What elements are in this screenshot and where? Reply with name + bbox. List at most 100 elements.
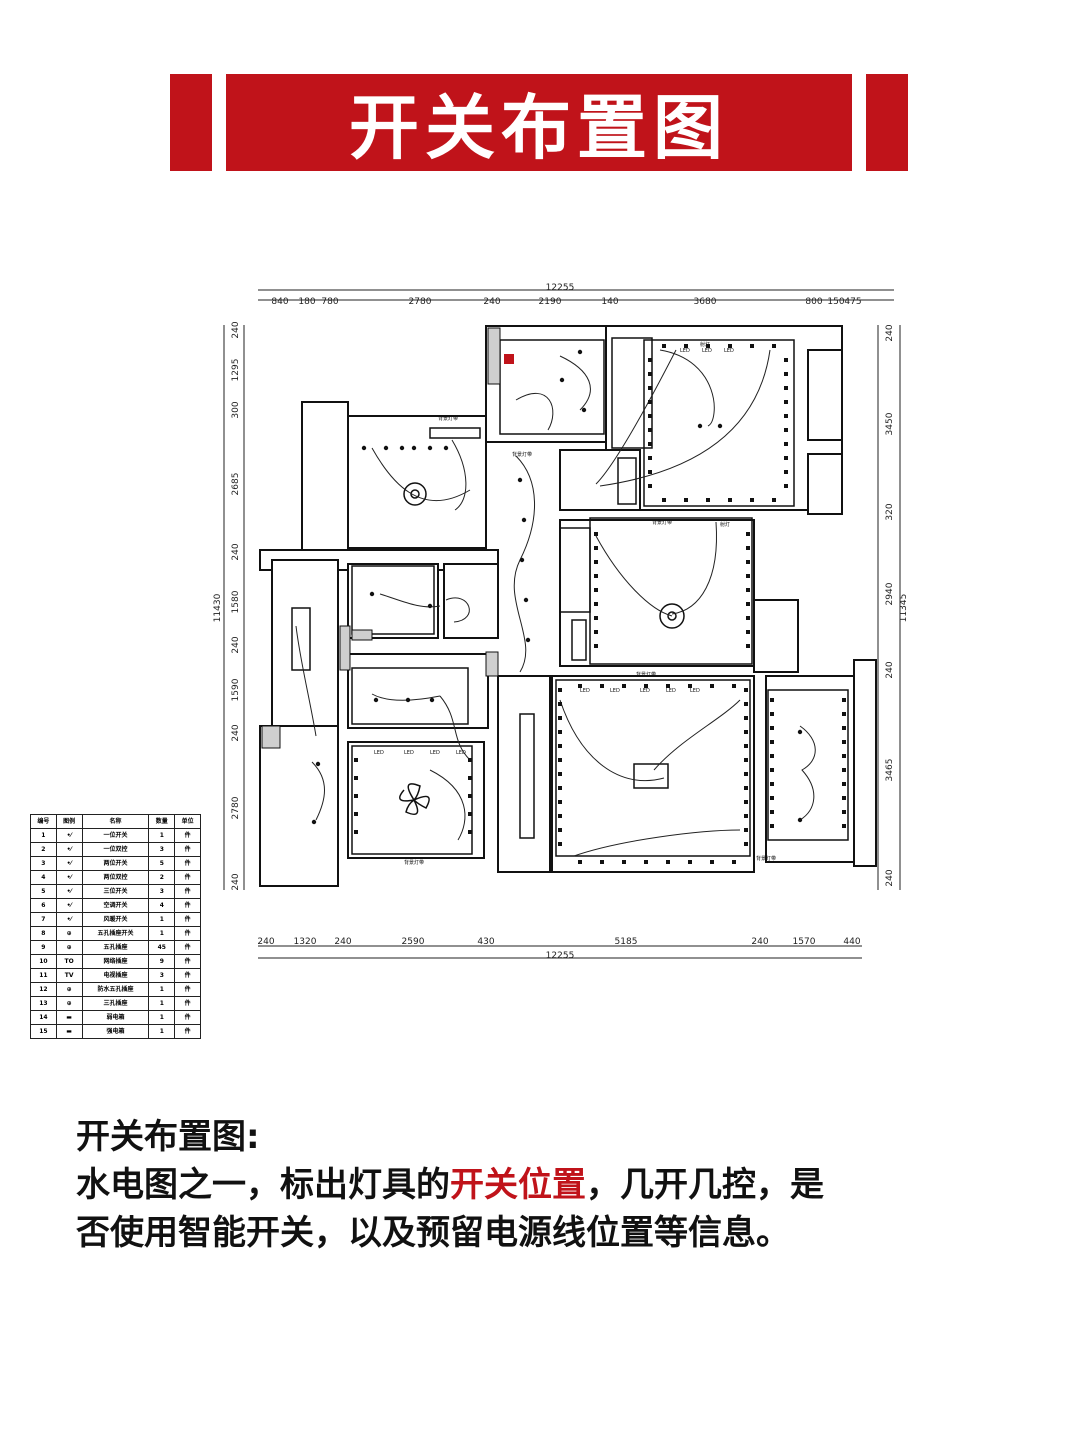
legend-cell-name: 一位双控 bbox=[81, 842, 150, 857]
fixture-dot bbox=[315, 761, 321, 767]
fixture-square bbox=[784, 484, 788, 488]
legend-cell-unit: 件 bbox=[174, 842, 201, 857]
legend-cell-qty: 1 bbox=[148, 828, 176, 843]
legend-cell-sym: •⁄ bbox=[55, 842, 83, 857]
fixture-square bbox=[842, 796, 846, 800]
fixture-square bbox=[842, 740, 846, 744]
fixture-square bbox=[594, 574, 598, 578]
fixture-square bbox=[648, 358, 652, 362]
fixture-square bbox=[744, 702, 748, 706]
fixture-square bbox=[750, 344, 754, 348]
legend-cell-name: 五孔插座 bbox=[81, 940, 150, 955]
legend-header-row: 编号 图例 名称 数量 单位 bbox=[30, 814, 201, 829]
fixture-dot bbox=[797, 729, 803, 735]
strip-label: 背景灯带 bbox=[652, 519, 672, 526]
fixture-dot bbox=[697, 423, 703, 429]
dim-right: 240 bbox=[885, 324, 895, 341]
dim-right: 240 bbox=[885, 661, 895, 678]
fixture-square bbox=[732, 684, 736, 688]
fixture-square bbox=[706, 344, 710, 348]
fixture-square bbox=[688, 684, 692, 688]
legend-cell-name: 空调开关 bbox=[81, 898, 150, 913]
fixture-square bbox=[744, 828, 748, 832]
fixture-square bbox=[558, 702, 562, 706]
legend-cell-sym: TO bbox=[55, 954, 83, 969]
legend-cell-unit: 件 bbox=[174, 940, 201, 955]
led-label: LED bbox=[580, 688, 590, 694]
legend-cell-qty: 1 bbox=[148, 996, 176, 1011]
fixture-square bbox=[842, 712, 846, 716]
fixture-square bbox=[770, 726, 774, 730]
fixture-dot bbox=[373, 697, 379, 703]
legend-cell-sym: ⊕ bbox=[55, 940, 83, 955]
dim-bottom: 440 bbox=[843, 937, 860, 947]
dim-bottom: 1570 bbox=[793, 937, 816, 947]
fixture-dot bbox=[577, 349, 583, 355]
legend-cell-no: 14 bbox=[30, 1010, 57, 1025]
strip-label: 背景灯带 bbox=[636, 671, 656, 678]
fixture-square bbox=[594, 616, 598, 620]
legend-cell-qty: 45 bbox=[148, 940, 176, 955]
fixture-square bbox=[594, 588, 598, 592]
legend-cell-qty: 5 bbox=[148, 856, 176, 871]
fixture-square bbox=[770, 712, 774, 716]
legend-cell-no: 5 bbox=[30, 884, 57, 899]
legend-cell-unit: 件 bbox=[174, 954, 201, 969]
fixture-square bbox=[710, 684, 714, 688]
legend-cell-no: 10 bbox=[30, 954, 57, 969]
fixture-dot bbox=[429, 697, 435, 703]
dim-left: 240 bbox=[231, 873, 241, 890]
fixture-square bbox=[648, 386, 652, 390]
fixture-square bbox=[842, 824, 846, 828]
fixture-square bbox=[648, 470, 652, 474]
fixture-square bbox=[746, 602, 750, 606]
dim-top: 150 bbox=[827, 297, 844, 307]
dim-top: 240 bbox=[483, 297, 500, 307]
legend-cell-sym: •⁄ bbox=[55, 870, 83, 885]
legend-cell-qty: 9 bbox=[148, 954, 176, 969]
fixture-square bbox=[732, 860, 736, 864]
fixture-square bbox=[842, 726, 846, 730]
fixture-square bbox=[746, 588, 750, 592]
fixture-square bbox=[842, 782, 846, 786]
fixture-square bbox=[558, 688, 562, 692]
legend-cell-name: 弱电箱 bbox=[81, 1010, 150, 1025]
fixture-square bbox=[728, 344, 732, 348]
dim-bottom: 2590 bbox=[402, 937, 425, 947]
fixture-square bbox=[744, 716, 748, 720]
legend-cell-unit: 件 bbox=[174, 926, 201, 941]
switch-marker-red bbox=[504, 354, 514, 364]
fixture-dot bbox=[797, 817, 803, 823]
legend-cell-sym: •⁄ bbox=[55, 884, 83, 899]
page-title: 开关布置图 bbox=[349, 87, 729, 169]
fixture-square bbox=[784, 456, 788, 460]
legend-cell-sym: TV bbox=[55, 968, 83, 983]
banner-main-bar: 开关布置图 bbox=[226, 74, 852, 171]
legend-cell-no: 4 bbox=[30, 870, 57, 885]
strip-label: 背景灯带 bbox=[756, 855, 776, 862]
fixture-dot bbox=[717, 423, 723, 429]
legend-cell-unit: 件 bbox=[174, 968, 201, 983]
dim-bottom: 430 bbox=[477, 937, 494, 947]
dim-top: 800 bbox=[805, 297, 822, 307]
banner-right-bar bbox=[866, 74, 908, 171]
legend-cell-name: 网络插座 bbox=[81, 954, 150, 969]
dim-right: 3465 bbox=[885, 759, 895, 782]
legend-cell-unit: 件 bbox=[174, 1024, 201, 1039]
dim-top: 180 bbox=[298, 297, 315, 307]
fixture-square bbox=[558, 744, 562, 748]
legend-cell-name: 三孔插座 bbox=[81, 996, 150, 1011]
legend-cell-no: 3 bbox=[30, 856, 57, 871]
legend-cell-unit: 件 bbox=[174, 982, 201, 997]
legend-header-name: 名称 bbox=[81, 814, 150, 829]
fixture-square bbox=[784, 400, 788, 404]
dim-top: 840 bbox=[271, 297, 288, 307]
